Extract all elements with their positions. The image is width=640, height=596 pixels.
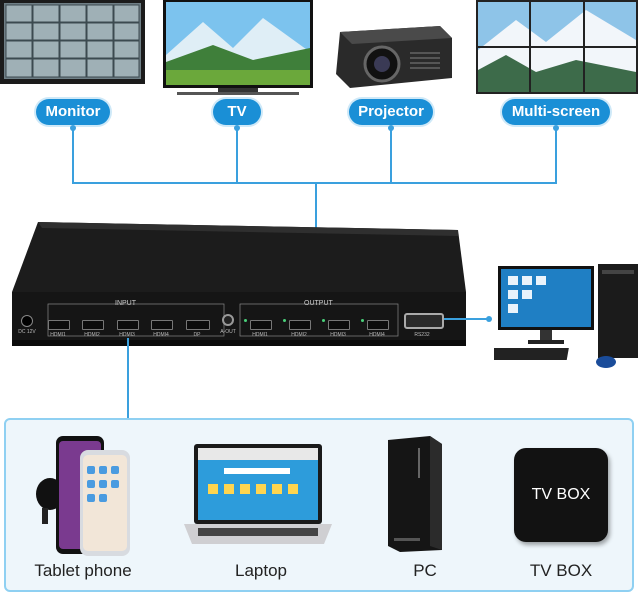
tablet-phone-label: Tablet phone xyxy=(34,561,132,580)
laptop-label: Laptop xyxy=(235,561,287,580)
input-port-label: HDMI4 xyxy=(153,332,169,338)
projector-connector xyxy=(390,127,392,183)
input-port-dp xyxy=(186,320,210,330)
tv-image xyxy=(163,0,313,100)
output-led xyxy=(244,319,247,322)
output-port-label: HDMI2 xyxy=(291,332,307,338)
output-port-label: HDMI4 xyxy=(369,332,385,338)
output-led xyxy=(361,319,364,322)
tv-connector-dot xyxy=(234,125,240,131)
laptop-image xyxy=(184,440,334,552)
power-label: DC 12V xyxy=(18,329,36,335)
projector-label: Projector xyxy=(349,99,433,125)
rs232-label: RS232 xyxy=(414,332,430,338)
output-led xyxy=(322,319,325,322)
output-port-3 xyxy=(328,320,350,330)
input-port-3 xyxy=(117,320,139,330)
output-port-2 xyxy=(289,320,311,330)
hdmi-matrix-switch xyxy=(8,222,468,352)
output-bus-line xyxy=(72,182,557,184)
multi-screen-image xyxy=(476,0,638,94)
control-pc-image xyxy=(486,262,640,370)
output-led xyxy=(283,319,286,322)
projector-image xyxy=(330,22,455,96)
monitor-label: Monitor xyxy=(36,99,110,125)
tablet-phone-image xyxy=(20,432,134,560)
input-port-2 xyxy=(82,320,104,330)
tv-box-text: TV BOX xyxy=(531,486,591,503)
rs232-connector xyxy=(444,318,488,320)
monitor-image xyxy=(0,0,145,96)
tv-box-label: TV BOX xyxy=(529,561,593,580)
input-port-label: HDMI2 xyxy=(84,332,100,338)
multi-screen-connector xyxy=(555,127,557,183)
audio-out-label: A-OUT xyxy=(220,329,236,335)
output-port-1 xyxy=(250,320,272,330)
input-heading: INPUT xyxy=(115,300,136,307)
power-jack xyxy=(21,315,33,327)
multi-screen-label: Multi-screen xyxy=(502,99,610,125)
input-port-label: HDMI1 xyxy=(50,332,66,338)
output-port-4 xyxy=(367,320,389,330)
input-port-4 xyxy=(151,320,173,330)
input-port-label: DP xyxy=(193,332,201,338)
monitor-connector xyxy=(72,127,74,183)
tv-label: TV xyxy=(213,99,261,125)
output-port-label: HDMI3 xyxy=(330,332,346,338)
input-port-1 xyxy=(48,320,70,330)
output-heading: OUTPUT xyxy=(304,300,333,307)
tv-box-image xyxy=(514,448,608,542)
monitor-connector-dot xyxy=(70,125,76,131)
rs232-port xyxy=(404,313,444,329)
output-port-label: HDMI1 xyxy=(252,332,268,338)
multi-screen-connector-dot xyxy=(553,125,559,131)
input-drop-line xyxy=(127,338,129,418)
projector-connector-dot xyxy=(388,125,394,131)
pc-label: PC xyxy=(413,561,437,580)
pc-tower-image xyxy=(384,434,444,554)
rs232-connector-dot xyxy=(486,316,492,322)
tv-connector xyxy=(236,127,238,183)
input-port-label: HDMI3 xyxy=(119,332,135,338)
audio-out-jack xyxy=(222,314,234,326)
